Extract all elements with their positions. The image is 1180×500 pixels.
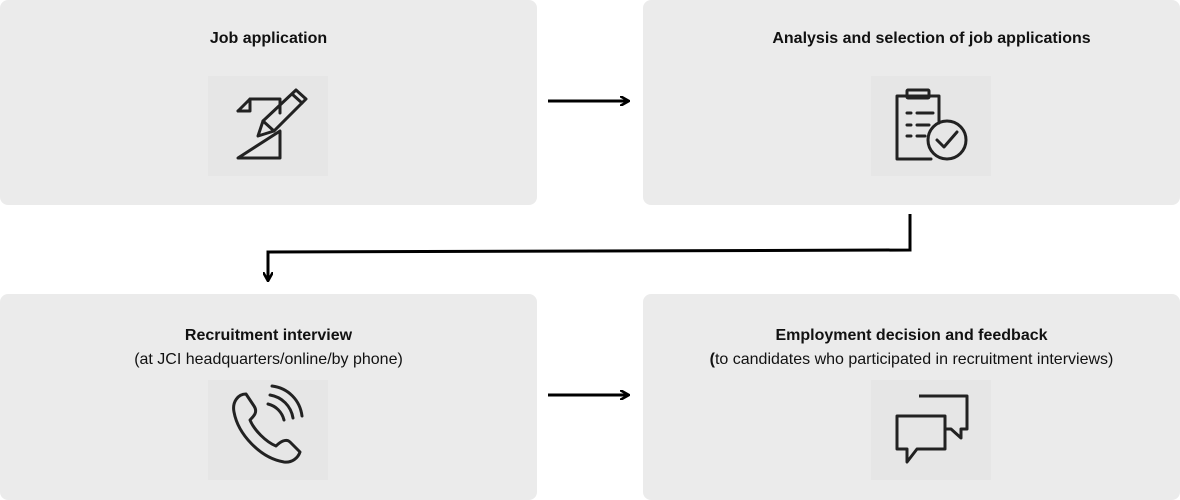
step-employment-decision: Employment decision and feedback (to can… (643, 294, 1180, 500)
phone-icon (208, 380, 328, 480)
step-title: Analysis and selection of job applicatio… (772, 30, 1091, 47)
step-title: Recruitment interview (184, 327, 353, 344)
document-edit-icon (208, 76, 328, 176)
step-title: Job application (209, 30, 328, 47)
step-job-application: Job application (0, 0, 537, 205)
step-subtitle: (to candidates who participated in recru… (709, 351, 1114, 368)
clipboard-check-icon (871, 76, 991, 176)
chat-bubbles-icon (871, 380, 991, 480)
step-subtitle: (at JCI headquarters/online/by phone) (134, 351, 403, 368)
arrow-step2-to-step3 (268, 214, 912, 280)
step-analysis-selection: Analysis and selection of job applicatio… (643, 0, 1180, 205)
step-title: Employment decision and feedback (775, 327, 1048, 344)
step-recruitment-interview: Recruitment interview (at JCI headquarte… (0, 294, 537, 500)
